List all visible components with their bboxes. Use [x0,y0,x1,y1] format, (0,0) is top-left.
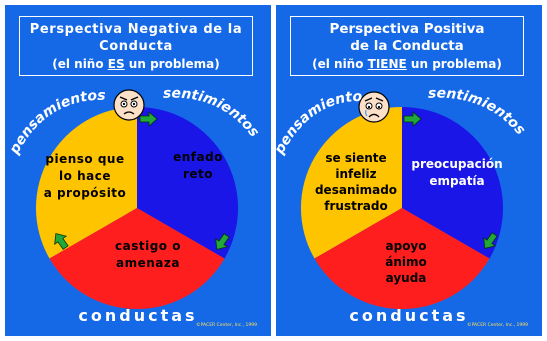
positive-subtitle-post: un problema) [406,57,502,71]
angry-face-icon [113,89,145,121]
arrow-thoughts-to-feelings-icon [139,111,158,127]
positive-subtitle-emphasis: TIENE [367,57,407,71]
positive-cycle-wheel: pensamientos sentimientos se siente infe… [271,0,528,310]
negative-thoughts-line1: pienso que [45,152,124,166]
positive-label-behaviors: conductas [349,306,469,325]
negative-thoughts-segment [35,106,137,259]
negative-feelings-line2: reto [183,167,213,181]
negative-behaviors-line1: castigo o [115,239,181,253]
positive-subtitle-pre: (el niño [312,57,368,71]
negative-subtitle-post: un problema) [124,57,220,71]
sad-face-icon [358,91,390,123]
positive-thoughts-line4: frustrado [324,199,387,213]
negative-title-line1: Perspectiva Negativa de la [29,22,243,37]
positive-feelings-line1: preocupación [411,157,502,171]
positive-feelings-line2: empatía [429,174,484,188]
positive-title-line1: Perspectiva Positiva [329,21,485,37]
negative-cycle-wheel: pensamientos sentimientos pienso que lo … [6,86,262,310]
positive-thoughts-line3: desanimado [315,183,397,197]
negative-perspective-panel: Perspectiva Negativa de la Conducta (el … [5,5,271,336]
positive-title-box: Perspectiva Positiva de la Conducta (el … [290,16,524,76]
negative-feelings-line1: enfado [173,150,223,164]
arrow-feelings-to-behaviors-icon [483,232,498,249]
negative-thoughts-line3: a propósito [44,186,127,200]
positive-credit: ©PACER Center, Inc., 1999 [467,323,528,328]
positive-behaviors-line2: ánimo [385,255,427,269]
positive-behaviors-line3: ayuda [386,271,427,285]
arrow-feelings-to-behaviors-icon [215,233,230,250]
negative-thoughts-line2: lo hace [59,169,111,183]
positive-behaviors-segment [314,208,490,310]
positive-subtitle: (el niño TIENE un problema) [291,56,523,73]
positive-perspective-panel: Perspectiva Positiva de la Conducta (el … [271,0,542,336]
negative-behaviors-segment [49,208,225,310]
positive-thoughts-line2: infeliz [335,167,376,181]
positive-behaviors-line1: apoyo [386,239,427,253]
negative-feelings-segment [137,107,239,259]
negative-subtitle: (el niño ES un problema) [20,56,252,73]
positive-title-line2: de la Conducta [350,38,464,54]
negative-label-behaviors: conductas [78,306,198,325]
arrow-behaviors-to-thoughts-icon [54,233,69,250]
positive-thoughts-line1: se siente [325,151,386,165]
negative-title-line2: Conducta [99,39,173,54]
positive-feelings-segment [402,106,504,259]
negative-behaviors-line2: amenaza [116,256,180,270]
arrow-thoughts-to-feelings-icon [403,111,422,127]
negative-title-box: Perspectiva Negativa de la Conducta (el … [19,16,253,76]
negative-subtitle-emphasis: ES [107,57,125,71]
negative-credit: ©PACER Center, Inc., 1999 [196,323,257,328]
negative-subtitle-pre: (el niño [52,57,108,71]
positive-thoughts-segment [300,106,402,259]
